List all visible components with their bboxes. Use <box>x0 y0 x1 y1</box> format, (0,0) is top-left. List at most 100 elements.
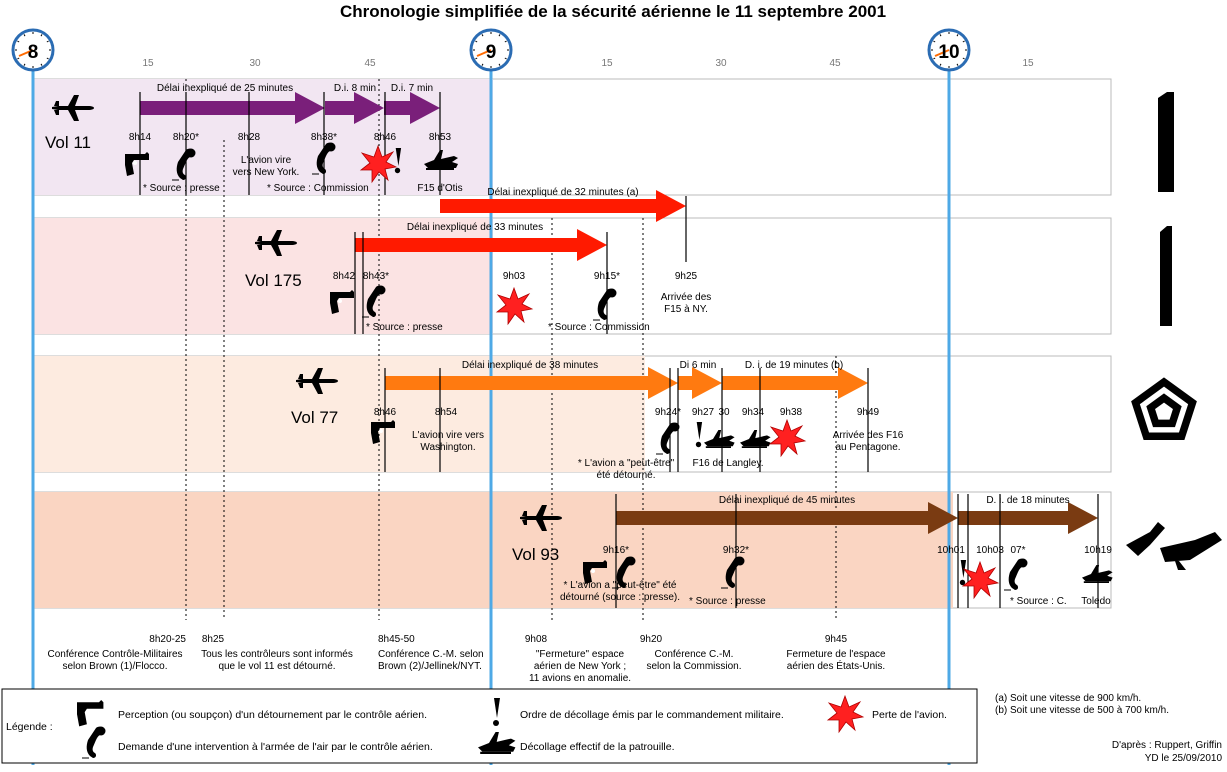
wtc-north-tower-icon <box>1158 92 1174 192</box>
minute-tick-label: 15 <box>142 58 154 69</box>
delay-arrow-vol93-a <box>616 502 958 534</box>
note-label: Toledo <box>1081 596 1111 607</box>
delay-arrow-vol11-c <box>384 92 440 124</box>
time-label: 9h16* <box>603 545 629 556</box>
crash-debris-icon <box>1126 522 1222 570</box>
source-note: * Source : presse <box>366 322 443 333</box>
delay-arrow-32min <box>440 190 686 222</box>
minute-tick-label: 30 <box>249 58 261 69</box>
legend-item: Demande d'une intervention à l'armée de … <box>118 741 433 753</box>
time-label: 9h27 <box>692 407 715 418</box>
time-label: 9h25 <box>675 271 698 282</box>
clock-hour-label: 9 <box>486 42 497 63</box>
time-label: 10h01 <box>937 545 965 556</box>
delay-label: D. i. de 18 minutes <box>986 495 1069 506</box>
legend-item: Ordre de décollage émis par le commandem… <box>520 709 784 721</box>
source-note: * Source : presse <box>143 183 220 194</box>
clock-10-icon: 10 <box>927 28 971 72</box>
time-label: 9h15* <box>594 271 620 282</box>
bottom-event-time: 8h45-50 <box>378 634 415 645</box>
flight-label-vol11: Vol 11 <box>45 133 91 152</box>
minute-tick-label: 45 <box>364 58 376 69</box>
source-note: * Source : Commission <box>267 183 369 194</box>
bottom-event-time: 9h45 <box>825 634 848 645</box>
clock-9-icon: 9 <box>469 28 513 72</box>
band-vol77-fill <box>33 356 645 472</box>
clock-hour-label: 8 <box>28 42 39 63</box>
page-title: Chronologie simplifiée de la sécurité aé… <box>340 2 886 21</box>
time-label: 9h03 <box>503 271 526 282</box>
band-vol93-fill <box>33 492 953 608</box>
time-label: 9h49 <box>857 407 880 418</box>
flight-label-vol175: Vol 175 <box>245 271 302 290</box>
time-label: 8h54 <box>435 407 458 418</box>
time-label: 8h42 <box>333 271 356 282</box>
time-label: 8h53 <box>429 132 452 143</box>
time-label: 9h24* <box>655 407 681 418</box>
time-label: 8h20* <box>173 132 199 143</box>
time-label: 9h38 <box>780 407 803 418</box>
delay-label: Délai inexpliqué de 25 minutes <box>157 83 293 94</box>
time-label: 8h46 <box>374 407 397 418</box>
delay-label: D. i. de 19 minutes (b) <box>745 360 843 371</box>
time-label: 9h34 <box>742 407 765 418</box>
time-label: 8h43* <box>363 271 389 282</box>
credit: YD le 25/09/2010 <box>1145 753 1223 764</box>
delay-label: Délai inexpliqué de 45 minutes <box>719 495 855 506</box>
clock-8-icon: 8 <box>11 28 55 72</box>
delay-label: D.i. 7 min <box>391 83 433 94</box>
bottom-event-time: 9h20 <box>640 634 663 645</box>
delay-arrow-vol77-b <box>678 367 722 399</box>
legend-item: Décollage effectif de la patrouille. <box>520 741 675 753</box>
pentagon-icon <box>1131 377 1197 440</box>
delay-arrow-vol175 <box>355 229 607 261</box>
minute-tick-label: 15 <box>601 58 613 69</box>
delay-arrow-vol11-a <box>140 92 325 124</box>
clock-hour-label: 10 <box>938 42 959 63</box>
delay-arrow-vol77-c <box>722 367 868 399</box>
minute-tick-label: 30 <box>715 58 727 69</box>
flight-label-vol77: Vol 77 <box>291 408 338 427</box>
source-note: * Source : C. <box>1010 596 1067 607</box>
bottom-event-text: Conférence C.-M.selon la Commission. <box>646 649 741 672</box>
legend-item: Perception (ou soupçon) d'un détournemen… <box>118 709 427 721</box>
minute-tick-label: 15 <box>1022 58 1034 69</box>
delay-arrow-vol11-b <box>325 92 384 124</box>
time-label: 9h32* <box>723 545 749 556</box>
bottom-event-time: 8h25 <box>202 634 225 645</box>
source-note: * Source : presse <box>689 596 766 607</box>
delay-label: Délai inexpliqué de 32 minutes (a) <box>487 187 638 198</box>
delay-label: Délai inexpliqué de 38 minutes <box>462 360 598 371</box>
delay-label: Délai inexpliqué de 33 minutes <box>407 222 543 233</box>
flight-label-vol93: Vol 93 <box>512 545 559 564</box>
delay-arrow-vol93-b <box>958 502 1098 534</box>
credit: D'après : Ruppert, Griffin <box>1112 740 1222 751</box>
band-vol175-fill <box>33 218 493 334</box>
footnote: (a) Soit une vitesse de 900 km/h. <box>995 693 1141 704</box>
delay-label: Di 6 min <box>680 360 717 371</box>
legend-title: Légende : <box>6 721 53 733</box>
time-label: 07* <box>1010 545 1025 556</box>
note-label: F15 d'Otis <box>417 183 462 194</box>
delay-arrow-vol77-a <box>385 367 678 399</box>
time-label: 8h38* <box>311 132 337 143</box>
source-note: * Source : Commission <box>548 322 650 333</box>
delay-label: D.i. 8 min <box>334 83 376 94</box>
note-label: F16 de Langley. <box>693 458 764 469</box>
time-label: 8h46 <box>374 132 397 143</box>
bottom-event-time: 8h20-25 <box>149 634 186 645</box>
minute-tick-label: 45 <box>829 58 841 69</box>
